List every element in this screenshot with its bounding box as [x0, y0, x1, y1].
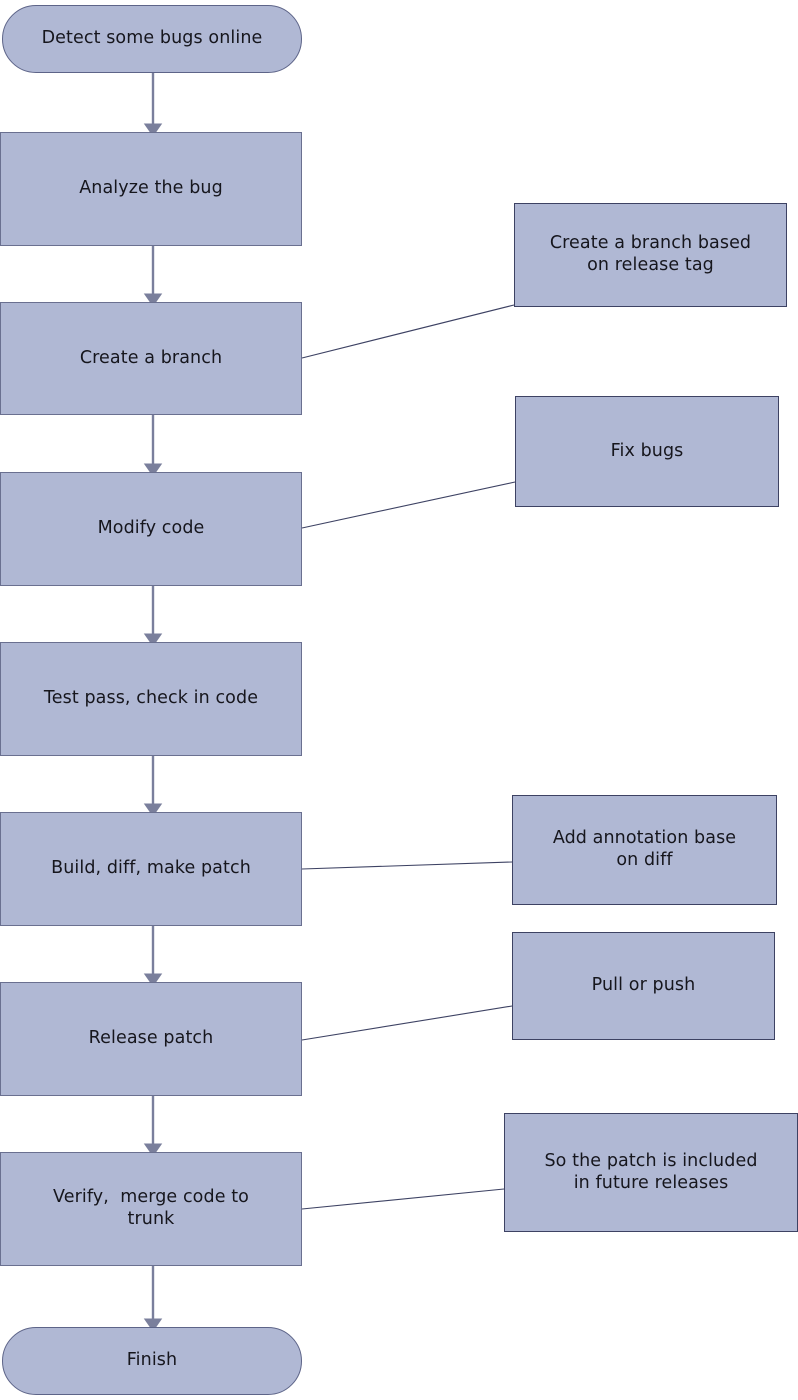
note-label: So the patch is included in future relea… [544, 1150, 758, 1193]
note-label: Pull or push [591, 975, 696, 996]
flow-node-modify[interactable]: Modify code [0, 472, 302, 586]
flow-node-label: Verify, merge code to trunk [52, 1187, 249, 1229]
note-connector-modify-to-note-modify [301, 481, 516, 529]
flow-node-test[interactable]: Test pass, check in code [0, 642, 302, 756]
note-connector-release-to-note-release [301, 1005, 513, 1041]
flow-node-verify[interactable]: Verify, merge code to trunk [0, 1152, 302, 1266]
flow-node-release[interactable]: Release patch [0, 982, 302, 1096]
flow-node-finish[interactable]: Finish [2, 1327, 302, 1395]
note-connector-verify-to-note-verify [301, 1188, 505, 1210]
note-box-note-modify[interactable]: Fix bugs [515, 396, 779, 507]
note-connector-branch-to-note-branch [301, 304, 515, 359]
flow-node-start[interactable]: Detect some bugs online [2, 5, 302, 73]
flow-node-analyze[interactable]: Analyze the bug [0, 132, 302, 246]
connector-group [301, 304, 516, 1210]
note-box-note-release[interactable]: Pull or push [512, 932, 775, 1040]
note-label: Fix bugs [610, 440, 684, 461]
note-box-note-branch[interactable]: Create a branch based on release tag [514, 203, 787, 307]
note-label: Add annotation base on diff [552, 828, 737, 870]
flow-node-label: Release patch [88, 1028, 214, 1049]
flow-node-branch[interactable]: Create a branch [0, 302, 302, 415]
flow-node-label: Detect some bugs online [41, 28, 263, 49]
flow-node-build[interactable]: Build, diff, make patch [0, 812, 302, 926]
note-connector-build-to-note-build [301, 861, 513, 870]
flow-node-label: Build, diff, make patch [51, 858, 251, 879]
note-box-note-build[interactable]: Add annotation base on diff [512, 795, 777, 905]
flow-node-label: Finish [126, 1350, 178, 1371]
flow-node-label: Analyze the bug [79, 178, 223, 199]
flow-node-label: Test pass, check in code [43, 688, 259, 709]
note-label: Create a branch based on release tag [549, 233, 752, 275]
flow-node-label: Create a branch [79, 347, 223, 368]
flow-node-label: Modify code [97, 518, 205, 539]
note-box-note-verify[interactable]: So the patch is included in future relea… [504, 1113, 798, 1232]
